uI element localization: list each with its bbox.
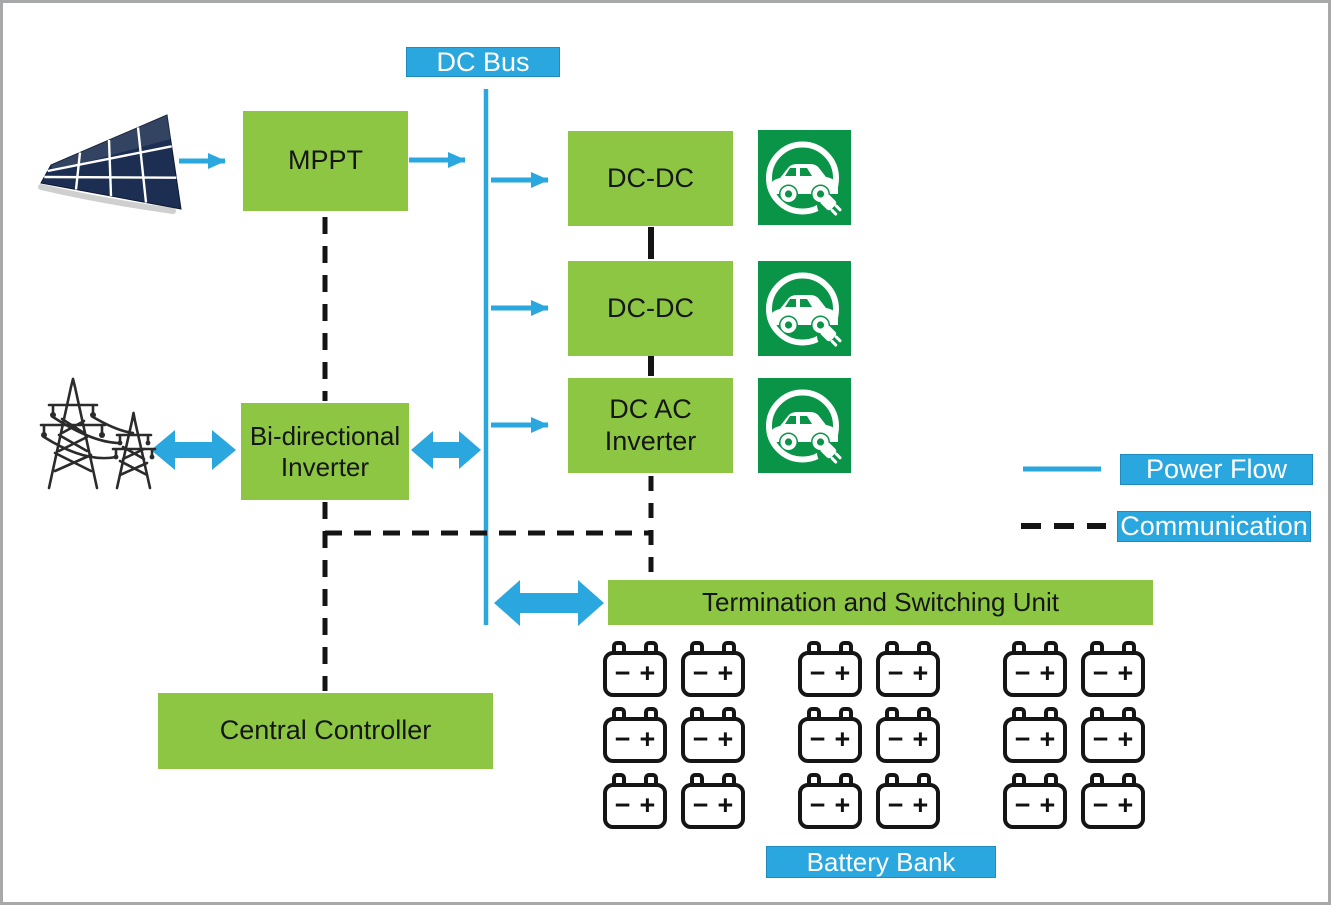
- battery-icon: −+: [1003, 773, 1067, 829]
- legend-communication-text: Communication: [1120, 511, 1308, 541]
- block-central-controller: Central Controller: [158, 693, 493, 769]
- battery-icon: −+: [603, 773, 667, 829]
- double-arrow-inverter-bus: [411, 431, 481, 469]
- solar-panel-icon: [38, 114, 182, 214]
- block-mppt-label: MPPT: [287, 145, 363, 176]
- battery-icon: −+: [1003, 641, 1067, 697]
- connector-layer: [151, 89, 1106, 691]
- battery-plus-sign: +: [834, 657, 851, 688]
- battery-icon: −+: [1003, 707, 1067, 763]
- battery-plus-sign: +: [717, 789, 734, 820]
- battery-minus-sign: −: [887, 789, 904, 820]
- block-central-controller-label: Central Controller: [219, 715, 432, 746]
- battery-plus-sign: +: [1039, 657, 1056, 688]
- battery-minus-sign: −: [614, 657, 631, 688]
- battery-icon: −+: [1081, 641, 1145, 697]
- battery-plus-sign: +: [717, 723, 734, 754]
- battery-minus-sign: −: [614, 723, 631, 754]
- block-bidirectional-inverter-label: Bi-directional Inverter: [249, 420, 401, 482]
- battery-icon: −+: [681, 641, 745, 697]
- ev-charging-icon: [758, 130, 851, 225]
- battery-icon: −+: [876, 707, 940, 763]
- battery-icon: −+: [798, 707, 862, 763]
- battery-icon: −+: [876, 641, 940, 697]
- dc-bus-label: DC Bus: [406, 47, 560, 77]
- legend-power-flow-text: Power Flow: [1145, 454, 1288, 484]
- ev-charging-icon: [758, 261, 851, 356]
- block-termination-switching-unit: Termination and Switching Unit: [608, 580, 1153, 625]
- battery-plus-sign: +: [1039, 723, 1056, 754]
- double-arrow-bus-tsu: [494, 580, 604, 626]
- battery-plus-sign: +: [912, 789, 929, 820]
- battery-minus-sign: −: [887, 657, 904, 688]
- battery-plus-sign: +: [639, 789, 656, 820]
- double-arrow-grid-inverter: [151, 430, 236, 470]
- battery-icon: −+: [876, 773, 940, 829]
- battery-minus-sign: −: [887, 723, 904, 754]
- block-termination-switching-unit-label: Termination and Switching Unit: [702, 587, 1059, 618]
- battery-icon: −+: [1081, 773, 1145, 829]
- battery-group-1: −+−+−+−+−+−+: [603, 641, 745, 829]
- battery-icon: −+: [603, 707, 667, 763]
- battery-icon: −+: [798, 641, 862, 697]
- block-dc-ac-inverter: DC AC Inverter: [568, 378, 733, 473]
- block-dc-ac-inverter-label: DC AC Inverter: [604, 393, 697, 456]
- battery-minus-sign: −: [1014, 789, 1031, 820]
- battery-icon: −+: [681, 773, 745, 829]
- dc-bus-label-text: DC Bus: [436, 46, 530, 77]
- battery-plus-sign: +: [912, 723, 929, 754]
- battery-plus-sign: +: [639, 657, 656, 688]
- battery-group-2: −+−+−+−+−+−+: [798, 641, 940, 829]
- block-dc-dc-2: DC-DC: [568, 261, 733, 356]
- battery-minus-sign: −: [1092, 723, 1109, 754]
- battery-plus-sign: +: [912, 657, 929, 688]
- battery-minus-sign: −: [809, 657, 826, 688]
- battery-plus-sign: +: [1039, 789, 1056, 820]
- legend-communication-label: Communication: [1117, 511, 1311, 542]
- battery-minus-sign: −: [809, 723, 826, 754]
- transmission-tower-icon: [39, 377, 157, 490]
- battery-plus-sign: +: [1117, 789, 1134, 820]
- legend-power-flow-label: Power Flow: [1120, 454, 1313, 485]
- battery-bank-label: Battery Bank: [766, 846, 996, 878]
- battery-minus-sign: −: [1092, 657, 1109, 688]
- block-mppt: MPPT: [243, 111, 408, 211]
- battery-minus-sign: −: [1014, 657, 1031, 688]
- battery-icon: −+: [798, 773, 862, 829]
- battery-minus-sign: −: [692, 657, 709, 688]
- block-bidirectional-inverter: Bi-directional Inverter: [241, 403, 409, 500]
- block-dc-dc-1: DC-DC: [568, 131, 733, 226]
- battery-bank-label-text: Battery Bank: [806, 847, 956, 877]
- battery-minus-sign: −: [692, 723, 709, 754]
- battery-plus-sign: +: [834, 789, 851, 820]
- block-dc-dc-1-label: DC-DC: [607, 162, 694, 193]
- battery-plus-sign: +: [717, 657, 734, 688]
- battery-plus-sign: +: [1117, 723, 1134, 754]
- battery-group-3: −+−+−+−+−+−+: [1003, 641, 1145, 829]
- battery-minus-sign: −: [614, 789, 631, 820]
- battery-plus-sign: +: [1117, 657, 1134, 688]
- battery-plus-sign: +: [834, 723, 851, 754]
- battery-icon: −+: [603, 641, 667, 697]
- battery-icon: −+: [681, 707, 745, 763]
- battery-minus-sign: −: [809, 789, 826, 820]
- battery-minus-sign: −: [1092, 789, 1109, 820]
- battery-plus-sign: +: [639, 723, 656, 754]
- block-dc-dc-2-label: DC-DC: [607, 292, 694, 323]
- battery-minus-sign: −: [692, 789, 709, 820]
- battery-minus-sign: −: [1014, 723, 1031, 754]
- ev-charging-icon: [758, 378, 851, 473]
- battery-icon: −+: [1081, 707, 1145, 763]
